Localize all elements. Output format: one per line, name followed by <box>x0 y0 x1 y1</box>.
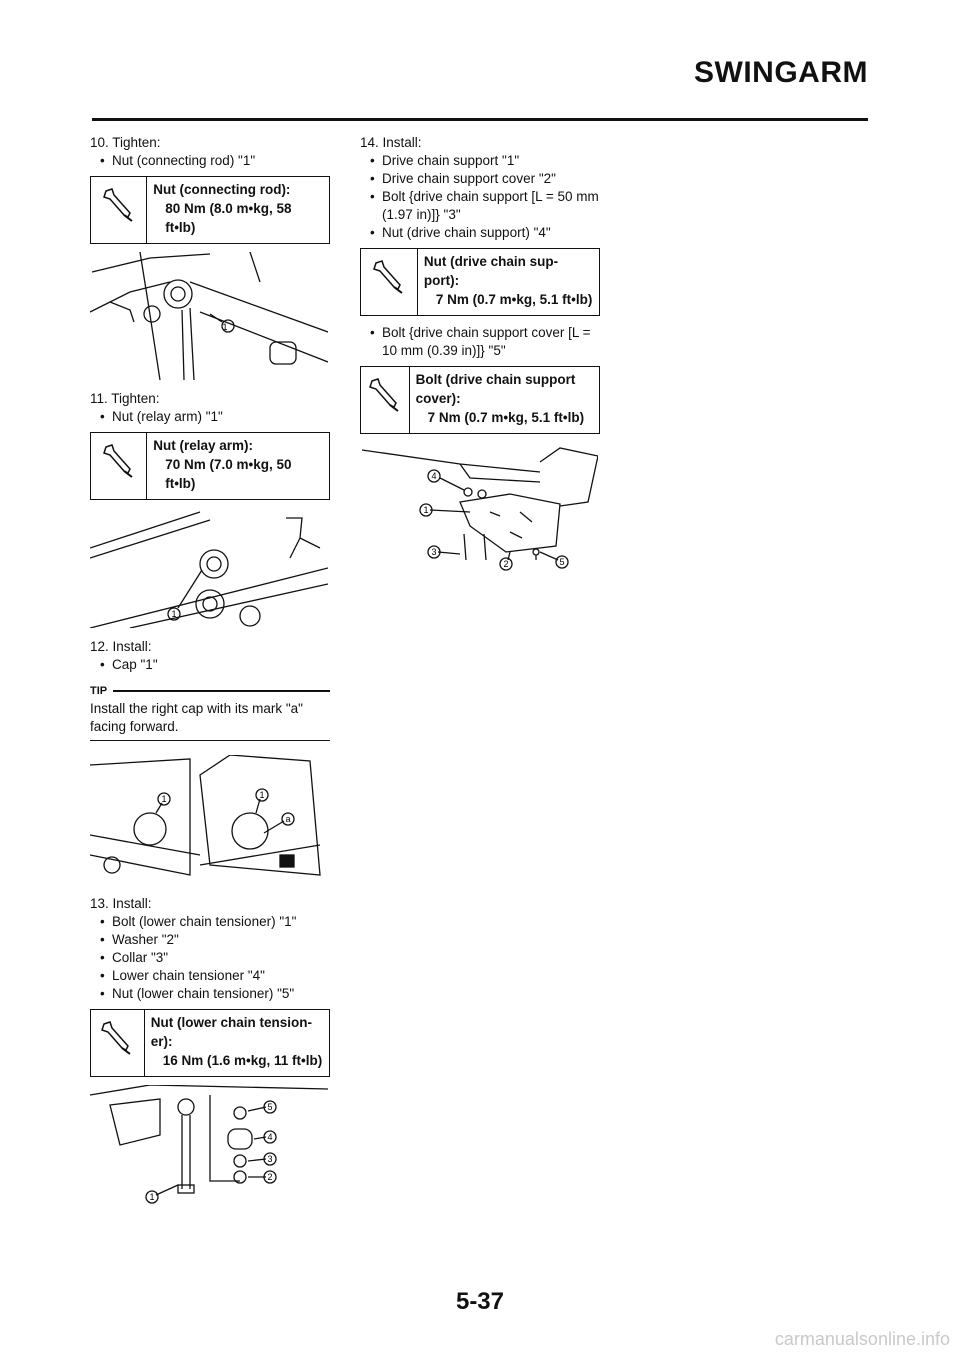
list-item: Drive chain support "1" <box>370 152 600 170</box>
step-10-bullets: Nut (connecting rod) "1" <box>90 152 330 170</box>
figure-callout-label: 3 <box>267 1154 272 1164</box>
torque-wrench-icon <box>91 433 148 499</box>
torque-wrench-icon <box>361 249 418 315</box>
step-10-heading: 10. Tighten: <box>90 135 161 150</box>
spec-value: 16 Nm (1.6 m•kg, 11 ft•lb) <box>162 1053 323 1068</box>
figure-callout-label: 4 <box>267 1132 272 1142</box>
list-item: Nut (lower chain tensioner) "5" <box>100 985 330 1003</box>
list-item: Lower chain tensioner "4" <box>100 967 330 985</box>
step-14-bullets: Drive chain support "1" Drive chain supp… <box>360 152 600 242</box>
header-rule <box>92 118 868 121</box>
spec-name: Bolt (drive chain support cover): <box>415 372 576 406</box>
spec-value: 7 Nm (0.7 m•kg, 5.1 ft•lb) <box>427 410 585 425</box>
list-item: Bolt {drive chain support cover [L = 10 … <box>370 324 600 360</box>
step-11-heading: 11. Tighten: <box>90 391 160 406</box>
list-item: Drive chain support cover "2" <box>370 170 600 188</box>
step-12-bullets: Cap "1" <box>90 656 330 674</box>
torque-spec-box: Nut (drive chain sup-port): 7 Nm (0.7 m•… <box>360 248 600 316</box>
spec-name: Nut (relay arm): <box>153 438 253 453</box>
figure-callout-label: 2 <box>503 559 508 569</box>
spec-value: 7 Nm (0.7 m•kg, 5.1 ft•lb) <box>435 292 593 307</box>
list-item: Nut (relay arm) "1" <box>100 408 330 426</box>
spec-name: Nut (drive chain sup-port): <box>423 254 559 288</box>
connecting-rod-nut-figure: 1 <box>90 252 328 380</box>
figure-callout-label: 2 <box>267 1172 272 1182</box>
torque-wrench-icon <box>361 367 410 433</box>
list-item: Nut (drive chain support) "4" <box>370 224 600 242</box>
page-number: 5-37 <box>455 1288 505 1315</box>
tip-label: TIP <box>90 685 108 697</box>
torque-wrench-icon <box>91 1010 145 1076</box>
figure-callout-label: 4 <box>431 471 436 481</box>
list-item: Bolt {drive chain support [L = 50 mm (1.… <box>370 188 600 224</box>
figure-callout-label: 1 <box>171 609 176 619</box>
watermark: carmanualsonline.info <box>774 1329 950 1349</box>
list-item: Nut (connecting rod) "1" <box>100 152 330 170</box>
right-column: 14. Install: Drive chain support "1" Dri… <box>360 134 600 582</box>
torque-spec-box: Nut (lower chain tension-er): 16 Nm (1.6… <box>90 1009 330 1077</box>
step-12-heading: 12. Install: <box>90 639 152 654</box>
spec-value: 70 Nm (7.0 m•kg, 50 ft•lb) <box>165 457 292 491</box>
list-item: Collar "3" <box>100 949 330 967</box>
cap-install-figure: 1 1 a <box>90 755 321 876</box>
figure-callout-label: 1 <box>423 505 428 515</box>
step-13-heading: 13. Install: <box>90 896 152 911</box>
spec-name: Nut (connecting rod): <box>153 182 291 197</box>
step-14-heading: 14. Install: <box>360 135 422 150</box>
step-11-bullets: Nut (relay arm) "1" <box>90 408 330 426</box>
figure-callout-label: 5 <box>559 557 564 567</box>
figure-callout-label: 5 <box>267 1102 272 1112</box>
figure-callout-label: a <box>285 814 290 824</box>
torque-spec-box: Nut (relay arm): 70 Nm (7.0 m•kg, 50 ft•… <box>90 432 330 500</box>
list-item: Washer "2" <box>100 931 330 949</box>
lower-chain-tensioner-figure: 1 2 3 4 5 <box>90 1085 328 1204</box>
step-13-bullets: Bolt (lower chain tensioner) "1" Washer … <box>90 913 330 1003</box>
relay-arm-nut-figure: 1 <box>90 511 328 628</box>
section-title: SWINGARM <box>694 56 868 89</box>
tip-text: Install the right cap with its mark "a" … <box>90 700 330 741</box>
spec-value: 80 Nm (8.0 m•kg, 58 ft•lb) <box>165 201 292 235</box>
list-item: Cap "1" <box>100 656 330 674</box>
figure-callout-label: 1 <box>222 322 227 332</box>
list-item: Bolt (lower chain tensioner) "1" <box>100 913 330 931</box>
figure-callout-label: 3 <box>431 547 436 557</box>
torque-wrench-icon <box>91 177 148 243</box>
tip-note: TIP Install the right cap with its mark … <box>90 682 330 741</box>
step-14-bullets-2: Bolt {drive chain support cover [L = 10 … <box>360 324 600 360</box>
figure-callout-label: 1 <box>149 1192 154 1202</box>
torque-spec-box: Nut (connecting rod): 80 Nm (8.0 m•kg, 5… <box>90 176 330 244</box>
drive-chain-support-figure: 4 1 3 2 5 <box>361 447 598 571</box>
torque-spec-box: Bolt (drive chain support cover): 7 Nm (… <box>360 366 600 434</box>
spec-name: Nut (lower chain tension-er): <box>150 1015 312 1049</box>
left-column: 10. Tighten: Nut (connecting rod) "1" Nu… <box>90 134 330 1227</box>
figure-callout-label: 1 <box>259 790 264 800</box>
figure-callout-label: 1 <box>161 794 166 804</box>
